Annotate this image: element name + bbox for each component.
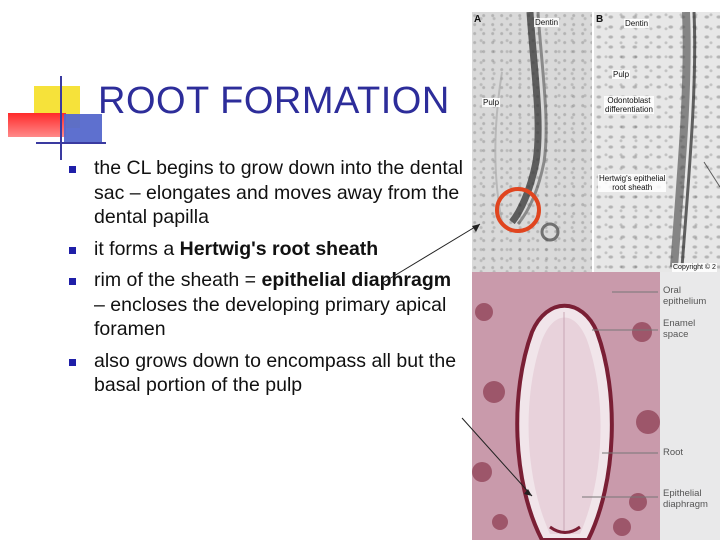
title-decoration-vertical-line xyxy=(60,76,62,160)
bullet-bold-term: epithelial diaphragm xyxy=(261,269,452,291)
bullet-text-before: rim of the sheath = xyxy=(94,269,262,291)
bullet-item-1: the CL begins to grow down into the dent… xyxy=(66,156,466,230)
micrograph-b-drawing xyxy=(670,12,720,268)
panel-a-letter: A xyxy=(474,14,482,25)
micrograph-a-drawing xyxy=(494,12,560,242)
panel-b-letter: B xyxy=(596,14,604,25)
panel-b-dentin-label: Dentin xyxy=(624,19,650,28)
panel-a-dentin-label: Dentin xyxy=(534,18,560,27)
panel-b-pulp-label: Pulp xyxy=(612,70,631,79)
histology-leader-lines xyxy=(582,291,658,498)
bullet-bold-term: Hertwig's root sheath xyxy=(179,237,379,260)
bullet-list: the CL begins to grow down into the dent… xyxy=(66,156,466,405)
title-decoration-blue xyxy=(64,114,102,144)
bullet-text-before: it forms a xyxy=(94,237,180,260)
slide-title: ROOT FORMATION xyxy=(98,80,450,122)
title-decoration-horizontal-line xyxy=(36,142,106,144)
panel-a-pulp-label: Pulp xyxy=(482,98,501,107)
highlight-circle xyxy=(495,187,541,233)
bullet-text-after: – encloses the developing primary apical… xyxy=(94,293,447,341)
micrograph-panel-a: A Dentin Pulp xyxy=(472,12,592,272)
bullet-item-4: also grows down to encompass all but the… xyxy=(66,349,466,398)
bullet-item-2: it forms a Hertwig's root sheath xyxy=(66,237,466,262)
histology-drawing xyxy=(472,272,660,540)
panel-b-copyright: Copyright © 2 xyxy=(672,263,717,272)
title-decoration-red xyxy=(8,113,66,137)
bullet-item-3: rim of the sheath = epithelial diaphragm… xyxy=(66,268,466,342)
bullet-text: the CL begins to grow down into the dent… xyxy=(94,157,463,228)
bullet-text: also grows down to encompass all but the… xyxy=(94,349,457,397)
label-root: Root xyxy=(663,447,684,458)
